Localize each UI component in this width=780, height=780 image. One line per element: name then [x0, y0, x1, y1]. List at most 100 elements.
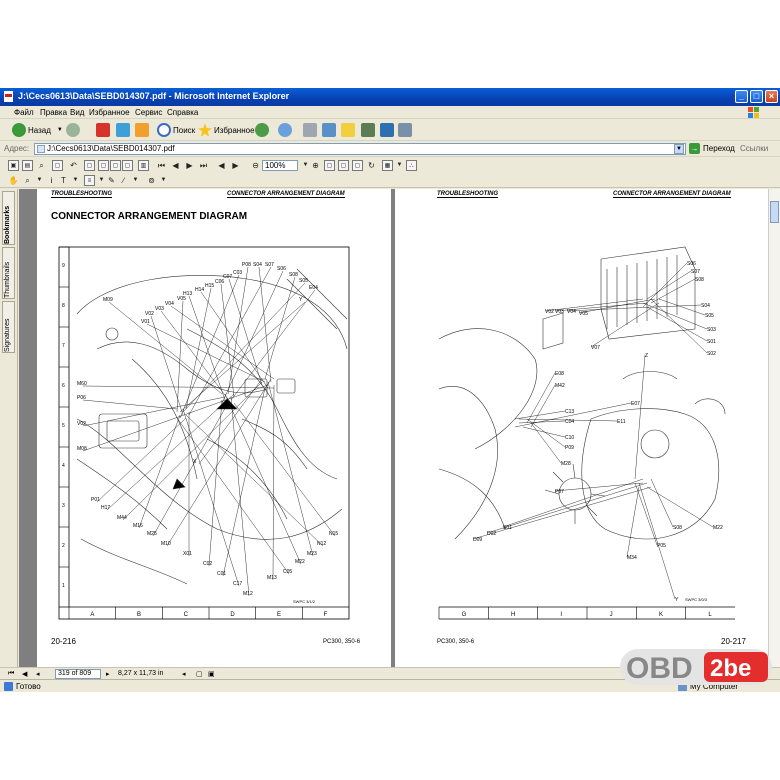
leader-line — [634, 482, 658, 546]
favorites-button[interactable]: Избранное — [198, 122, 255, 138]
print-pdf-icon[interactable]: ▤ — [22, 160, 33, 171]
page-number: 20-217 — [721, 637, 746, 646]
history-button[interactable] — [255, 122, 271, 138]
prev-view-icon[interactable]: ◀ — [218, 161, 225, 170]
page-view-2-icon[interactable]: ▢ — [98, 160, 109, 171]
leader-line — [82, 385, 275, 389]
grid-letter: B — [137, 612, 141, 618]
discuss-button[interactable] — [380, 122, 396, 138]
layout-continuous-icon[interactable]: ▣ — [208, 671, 215, 678]
page-view-icon[interactable]: ▢ — [84, 160, 95, 171]
last-page-icon[interactable]: ⏭ — [199, 161, 208, 170]
fit-width-icon[interactable]: ▢ — [352, 160, 363, 171]
folder-button[interactable] — [341, 122, 357, 138]
search-button[interactable]: Поиск — [157, 122, 195, 138]
chevron-down-icon[interactable]: ▼ — [132, 177, 139, 183]
tab-thumbnails[interactable]: Thumbnails — [2, 247, 15, 299]
refresh-button[interactable] — [116, 122, 132, 138]
nav-prev-icon[interactable]: ◀ — [22, 671, 28, 678]
zoom-in-icon[interactable]: ⊕ — [312, 161, 319, 170]
back-button[interactable]: Назад ▼ — [12, 122, 63, 138]
leader-line — [185, 287, 212, 410]
chevron-down-icon[interactable]: ▼ — [98, 177, 105, 183]
pencil-icon[interactable]: ✎ — [108, 176, 115, 185]
grid-number: 4 — [62, 463, 65, 469]
links-button[interactable]: Ссылки — [740, 144, 769, 153]
text-select-icon[interactable]: Ꭵ — [50, 176, 53, 185]
search-pdf-icon[interactable]: ⌕ — [39, 161, 44, 170]
chevron-down-icon[interactable]: ▼ — [396, 162, 403, 168]
leader-line — [227, 266, 249, 395]
scrollbar-thumb[interactable] — [770, 201, 779, 223]
document-view[interactable]: TROUBLESHOOTING CONNECTOR ARRANGEMENT DI… — [19, 189, 780, 667]
connector-label: S05 — [299, 278, 308, 284]
mail-button[interactable] — [278, 122, 294, 138]
minimize-button[interactable]: _ — [735, 90, 748, 103]
watermark-text-left: OBD — [626, 652, 693, 685]
messenger-button[interactable] — [361, 122, 377, 138]
stamp-icon[interactable]: ⊚ — [148, 176, 155, 185]
next-page-icon[interactable]: ▶ — [186, 161, 193, 170]
zoom-tool-icon[interactable]: ⌕ — [25, 176, 30, 185]
forward-button[interactable] — [66, 122, 82, 138]
hand-tool-icon[interactable]: ✋ — [8, 176, 19, 185]
chevron-down-icon[interactable]: ▼ — [72, 177, 79, 183]
chevron-down-icon[interactable]: ▼ — [36, 177, 43, 183]
text-tool-icon[interactable]: T — [61, 176, 66, 185]
page-indicator[interactable]: 319 of 809 — [55, 669, 101, 679]
page-done-icon — [4, 682, 13, 691]
zoom-dropdown-icon[interactable]: ▼ — [302, 162, 309, 168]
tab-signatures[interactable]: Signatures — [2, 301, 15, 353]
document-icon[interactable]: ▢ — [52, 160, 63, 171]
toggle-panel-icon[interactable]: ▥ — [138, 160, 149, 171]
connector-label: S02 — [707, 351, 716, 357]
connector-label: S06 — [277, 266, 286, 272]
note-icon[interactable]: ≡ — [84, 175, 95, 186]
scroll-left-icon[interactable]: ◂ — [182, 671, 186, 678]
pages-icon[interactable]: ▦ — [382, 160, 393, 171]
chevron-down-icon[interactable]: ▼ — [160, 177, 167, 183]
zoom-field[interactable]: 100% — [262, 160, 298, 171]
line-tool-icon[interactable]: ∕ — [122, 176, 125, 185]
address-dropdown-button[interactable]: ▼ — [674, 144, 684, 154]
print-button[interactable] — [303, 122, 319, 138]
menu-edit[interactable]: Правка — [40, 108, 68, 117]
edit-button[interactable] — [322, 122, 338, 138]
browser-window: J:\Cecs0613\Data\SEBD014307.pdf - Micros… — [0, 88, 780, 692]
menu-tools[interactable]: Сервис — [135, 108, 163, 117]
page-view-3-icon[interactable]: ▢ — [110, 160, 121, 171]
rotate-icon[interactable]: ↻ — [368, 161, 375, 170]
leader-line — [82, 384, 269, 452]
menu-file[interactable]: Файл — [14, 108, 34, 117]
close-button[interactable]: × — [765, 90, 778, 103]
research-button[interactable] — [398, 122, 414, 138]
connector-label: V02 — [77, 421, 86, 427]
go-button[interactable]: → Переход — [689, 143, 735, 154]
maximize-button[interactable]: □ — [750, 90, 763, 103]
prev-page-icon[interactable]: ◀ — [172, 161, 179, 170]
grid-number: 9 — [62, 263, 65, 269]
leader-line — [518, 420, 566, 424]
leader-line — [526, 372, 556, 424]
nav-first-icon[interactable]: ⏮ — [8, 670, 15, 677]
tab-bookmarks[interactable]: Bookmarks — [2, 191, 15, 245]
vertical-scrollbar[interactable] — [768, 189, 780, 667]
actual-size-icon[interactable]: ▢ — [324, 160, 335, 171]
undo-icon[interactable]: ↶ — [70, 161, 77, 170]
zoom-out-icon[interactable]: ⊖ — [252, 161, 259, 170]
layout-single-icon[interactable]: ▢ — [196, 671, 203, 678]
menu-view[interactable]: Вид — [70, 108, 85, 117]
menu-help[interactable]: Справка — [167, 108, 199, 117]
next-view-icon[interactable]: ▶ — [232, 161, 239, 170]
nav-next-icon[interactable]: ▸ — [106, 671, 110, 678]
acrobat-icon[interactable]: ⛬ — [406, 160, 417, 171]
save-copy-icon[interactable]: ▣ — [8, 160, 19, 171]
home-button[interactable] — [135, 122, 151, 138]
menu-favorites[interactable]: Избранное — [89, 108, 130, 117]
nav-prev2-icon[interactable]: ◂ — [36, 671, 40, 678]
stop-button[interactable] — [96, 122, 112, 138]
address-input[interactable]: J:\Cecs0613\Data\SEBD014307.pdf — [34, 143, 686, 155]
fit-page-icon[interactable]: ▢ — [338, 160, 349, 171]
first-page-icon[interactable]: ⏮ — [157, 161, 166, 170]
page-view-4-icon[interactable]: ▢ — [122, 160, 133, 171]
